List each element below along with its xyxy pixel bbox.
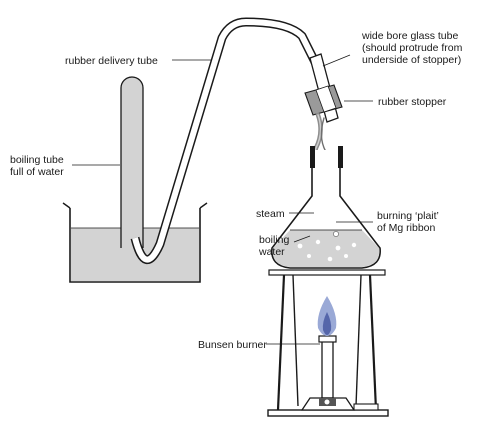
label-wide-bore-line1: wide bore glass tube <box>361 30 458 42</box>
rubber-delivery-tube <box>130 17 321 264</box>
flask-neck-band-right <box>338 146 343 168</box>
label-burning-plait-line1: burning ‘plait’ <box>377 210 439 222</box>
label-boiling-tube-line1: boiling tube <box>10 154 64 166</box>
bunsen-burner <box>300 296 379 411</box>
flask-water <box>272 230 380 267</box>
boiling-tube <box>120 76 144 248</box>
label-rubber-delivery-tube: rubber delivery tube <box>65 55 158 67</box>
rubber-stopper <box>304 84 343 116</box>
label-boiling-water-line1: boiling <box>259 234 290 246</box>
label-wide-bore-line2: (should protrude from <box>362 42 463 54</box>
boiling-bubbles <box>297 231 357 262</box>
conical-flask <box>271 146 381 269</box>
leader-lines <box>72 54 373 345</box>
tripod-stand <box>267 269 389 417</box>
flask-neck-band-left <box>310 146 315 168</box>
label-wide-bore-line3: underside of stopper) <box>362 54 461 66</box>
label-boiling-water-line2: water <box>258 246 285 258</box>
label-bunsen-burner: Bunsen burner <box>198 339 267 351</box>
label-steam: steam <box>256 208 285 220</box>
flame-inner <box>322 312 332 335</box>
label-burning-plait-line2: of Mg ribbon <box>377 222 436 234</box>
label-boiling-tube-line2: full of water <box>10 166 64 178</box>
label-rubber-stopper: rubber stopper <box>378 96 447 108</box>
base-plate <box>267 409 389 417</box>
labels: rubber delivery tube wide bore glass tub… <box>10 30 463 351</box>
